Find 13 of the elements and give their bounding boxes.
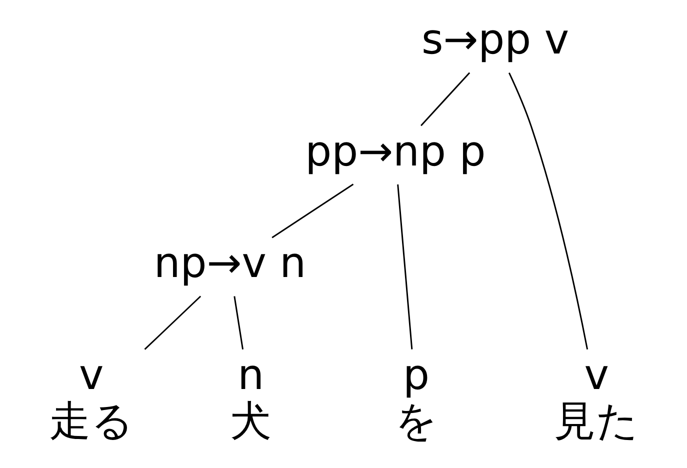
node-text: p を [394, 350, 438, 446]
connector [271, 184, 354, 238]
node-text: np→v n [153, 238, 306, 288]
node-text: n 犬 [229, 350, 272, 446]
connector [233, 296, 244, 350]
connector [420, 72, 470, 126]
node-text: s→pp v [420, 14, 569, 64]
node-text: pp→np p [304, 126, 486, 176]
connector [508, 72, 588, 350]
node-text: v 見た [554, 350, 639, 446]
connector [396, 184, 412, 350]
node-text: v 走る [48, 350, 134, 446]
connector [144, 296, 201, 350]
